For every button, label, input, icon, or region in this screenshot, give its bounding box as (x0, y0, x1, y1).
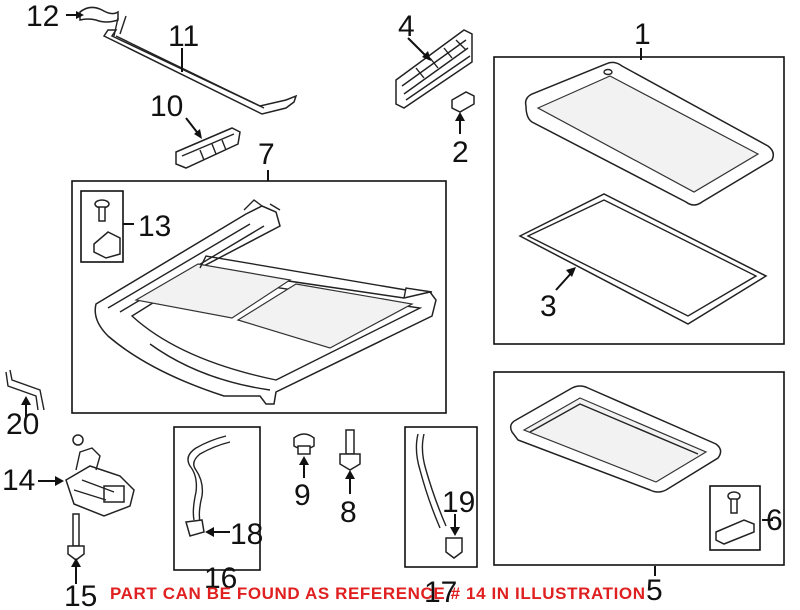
reference-footnote: PART CAN BE FOUND AS REFERENCE # 14 IN I… (110, 584, 646, 603)
callout-8: 8 (340, 496, 357, 529)
callout-15: 15 (64, 580, 97, 610)
inset-box-6 (709, 485, 761, 551)
part-3-seal (518, 193, 768, 325)
glass-box-1 (493, 56, 785, 345)
callout-9: 9 (294, 479, 311, 512)
glass-box-5 (493, 371, 785, 566)
part-13-screw-clip (93, 199, 134, 259)
part-12-clip (66, 6, 119, 23)
callout-4: 4 (398, 10, 415, 43)
part-11-rail (102, 15, 298, 115)
part-4-deflector (395, 29, 473, 109)
part-8-bolt (339, 429, 361, 494)
callout-5: 5 (646, 574, 663, 607)
callout-7: 7 (258, 138, 275, 171)
part-17-drain-hose (415, 433, 463, 559)
callout-6: 6 (766, 504, 783, 537)
callout-16: 16 (204, 562, 237, 595)
callout-1: 1 (634, 18, 651, 51)
part-16-drain-hose (185, 435, 231, 537)
part-10-guide (175, 117, 241, 169)
part-1-glass-panel (524, 48, 775, 206)
part-14-motor (38, 434, 135, 517)
inset-box-13 (80, 190, 124, 263)
callout-13: 13 (138, 210, 171, 243)
callout-10: 10 (150, 90, 183, 123)
callout-17: 17 (424, 576, 457, 609)
part-6-screw-bracket (715, 491, 773, 545)
callout-19: 19 (442, 486, 475, 519)
callout-3: 3 (540, 290, 557, 323)
part-7-frame (94, 170, 437, 405)
part-5-inner-glass (509, 385, 722, 576)
hose-box-17 (404, 426, 478, 568)
hose-box-16 (173, 426, 261, 571)
part-9-nut (293, 433, 315, 478)
callout-12: 12 (26, 0, 59, 33)
callout-20: 20 (6, 408, 39, 441)
callout-2: 2 (452, 136, 469, 169)
callout-18: 18 (230, 518, 263, 551)
part-15-bolt (67, 513, 85, 584)
part-20-wire-clip (5, 369, 45, 418)
frame-box-7 (71, 180, 447, 414)
callout-11: 11 (168, 20, 199, 53)
callout-14: 14 (2, 464, 35, 497)
part-2-cap (451, 91, 475, 134)
